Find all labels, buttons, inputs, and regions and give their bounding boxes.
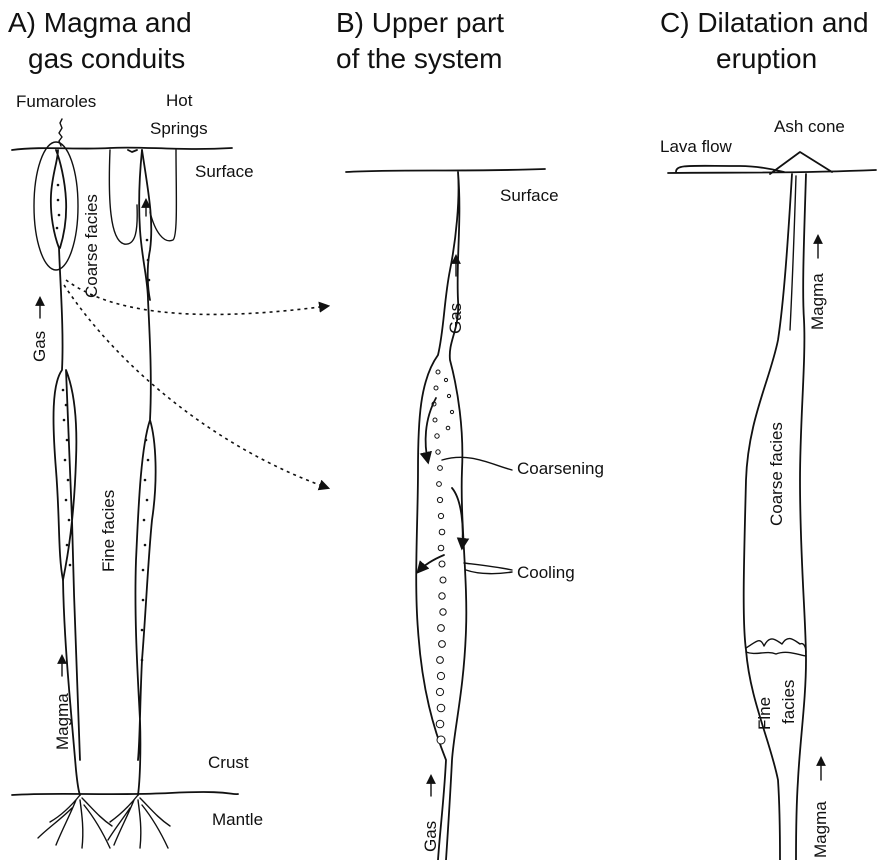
coarse-facies-label-c-group: Coarse facies bbox=[767, 422, 786, 526]
gas-label-b-upper: Gas bbox=[446, 303, 465, 334]
lava-flow bbox=[676, 166, 784, 172]
mantle-roots-left bbox=[38, 795, 112, 848]
crust-mantle-line bbox=[12, 792, 238, 795]
right-conduit bbox=[135, 150, 155, 795]
fumaroles-label: Fumaroles bbox=[16, 92, 96, 111]
coarse-facies-label-c: Coarse facies bbox=[767, 422, 786, 526]
panel-b-title-line2: of the system bbox=[336, 43, 503, 74]
zoom-arrow-lower bbox=[64, 285, 328, 488]
mantle-label: Mantle bbox=[212, 810, 263, 829]
cooling-leader bbox=[464, 563, 512, 574]
conduit-b-bubbles bbox=[432, 370, 454, 744]
gas-label-a-group: Gas bbox=[30, 331, 49, 362]
fine-facies-label-a-group: Fine facies bbox=[99, 490, 118, 572]
hot-spring-return bbox=[150, 150, 176, 241]
fumarole-wisp bbox=[59, 119, 62, 146]
mantle-roots-right bbox=[108, 795, 170, 848]
gas-label-b-upper-group: Gas bbox=[446, 303, 465, 334]
fine-facies-label-a: Fine facies bbox=[99, 490, 118, 572]
magma-label-c-upper-group: Magma bbox=[808, 273, 827, 330]
facies-boundary-c bbox=[746, 639, 806, 656]
panel-c-title-line1: C) Dilatation and bbox=[660, 7, 869, 38]
magma-label-a: Magma bbox=[53, 693, 72, 750]
ash-cone-label: Ash cone bbox=[774, 117, 845, 136]
hot-label: Hot bbox=[166, 91, 193, 110]
panel-a: A) Magma and gas conduits Fumaroles Hot … bbox=[8, 7, 328, 848]
lava-flow-label: Lava flow bbox=[660, 137, 733, 156]
panel-a-title-line2: gas conduits bbox=[28, 43, 185, 74]
panel-a-title-line1: A) Magma and bbox=[8, 7, 192, 38]
surface-label-a: Surface bbox=[195, 162, 254, 181]
magma-label-c-upper: Magma bbox=[808, 273, 827, 330]
crust-label: Crust bbox=[208, 753, 249, 772]
panel-c: C) Dilatation and eruption Lava flow Ash… bbox=[660, 7, 876, 860]
gas-label-a: Gas bbox=[30, 331, 49, 362]
coarsening-label: Coarsening bbox=[517, 459, 604, 478]
right-conduit-upper bbox=[142, 150, 151, 300]
surface-label-b: Surface bbox=[500, 186, 559, 205]
hot-spring-loop bbox=[109, 150, 137, 244]
magma-label-c-lower: Magma bbox=[811, 801, 830, 858]
facies-label-c: facies bbox=[779, 680, 798, 724]
cooling-label: Cooling bbox=[517, 563, 575, 582]
magma-label-c-lower-group: Magma bbox=[811, 801, 830, 858]
coarse-facies-label-a: Coarse facies bbox=[82, 194, 101, 298]
coarsening-arrow-left bbox=[426, 398, 436, 462]
zoom-arrow-upper bbox=[66, 280, 328, 314]
panel-c-title-line2: eruption bbox=[716, 43, 817, 74]
panel-b-title-line1: B) Upper part bbox=[336, 7, 504, 38]
fine-label-c: Fine bbox=[755, 697, 774, 730]
coarsening-leader bbox=[442, 457, 512, 470]
panel-b: B) Upper part of the system Surface Coar… bbox=[336, 7, 604, 860]
magma-label-a-group: Magma bbox=[53, 693, 72, 750]
springs-label: Springs bbox=[150, 119, 208, 138]
gas-label-b-lower-group: Gas bbox=[421, 821, 440, 852]
coarse-facies-label-a-group: Coarse facies bbox=[82, 194, 101, 298]
gas-label-b-lower: Gas bbox=[421, 821, 440, 852]
surface-line-b bbox=[346, 169, 545, 172]
left-conduit bbox=[51, 150, 80, 760]
hot-spring-vent bbox=[128, 150, 137, 152]
